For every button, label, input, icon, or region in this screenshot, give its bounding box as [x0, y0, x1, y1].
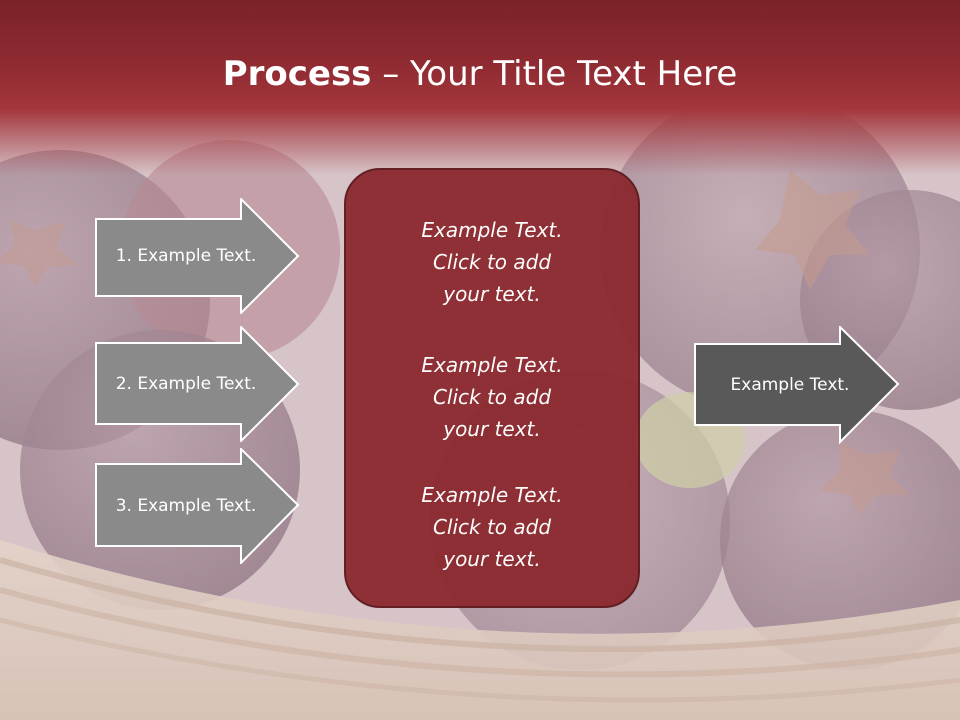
- arrow-right-shape: [95, 326, 300, 442]
- block-line: your text.: [443, 417, 541, 441]
- arrow-right-shape: [95, 448, 300, 564]
- arrow-right-shape: [694, 326, 900, 444]
- block-line: Example Text.: [421, 353, 563, 377]
- step-label: 1. Example Text.: [115, 246, 257, 266]
- step-label: 3. Example Text.: [115, 496, 257, 516]
- arrow-right-shape: [95, 198, 300, 314]
- step-label: 2. Example Text.: [115, 374, 257, 394]
- result-label: Example Text.: [730, 375, 850, 395]
- title-rest: – Your Title Text Here: [371, 54, 738, 94]
- text-block-3: Example Text. Click to add your text.: [346, 479, 638, 575]
- block-line: your text.: [443, 282, 541, 306]
- block-line: Click to add: [432, 515, 552, 539]
- block-line: Example Text.: [421, 483, 563, 507]
- text-block-1: Example Text. Click to add your text.: [346, 214, 638, 310]
- slide-title[interactable]: Process – Your Title Text Here: [0, 52, 960, 96]
- text-block-2: Example Text. Click to add your text.: [346, 349, 638, 445]
- block-line: your text.: [443, 547, 541, 571]
- result-arrow[interactable]: Example Text.: [694, 326, 900, 444]
- block-line: Example Text.: [421, 218, 563, 242]
- title-bold: Process: [222, 54, 372, 94]
- block-line: Click to add: [432, 250, 552, 274]
- step-arrow-1[interactable]: 1. Example Text.: [95, 198, 300, 314]
- center-text-box[interactable]: Example Text. Click to add your text. Ex…: [344, 168, 640, 608]
- step-arrow-3[interactable]: 3. Example Text.: [95, 448, 300, 564]
- title-band: [0, 0, 960, 175]
- step-arrow-2[interactable]: 2. Example Text.: [95, 326, 300, 442]
- block-line: Click to add: [432, 385, 552, 409]
